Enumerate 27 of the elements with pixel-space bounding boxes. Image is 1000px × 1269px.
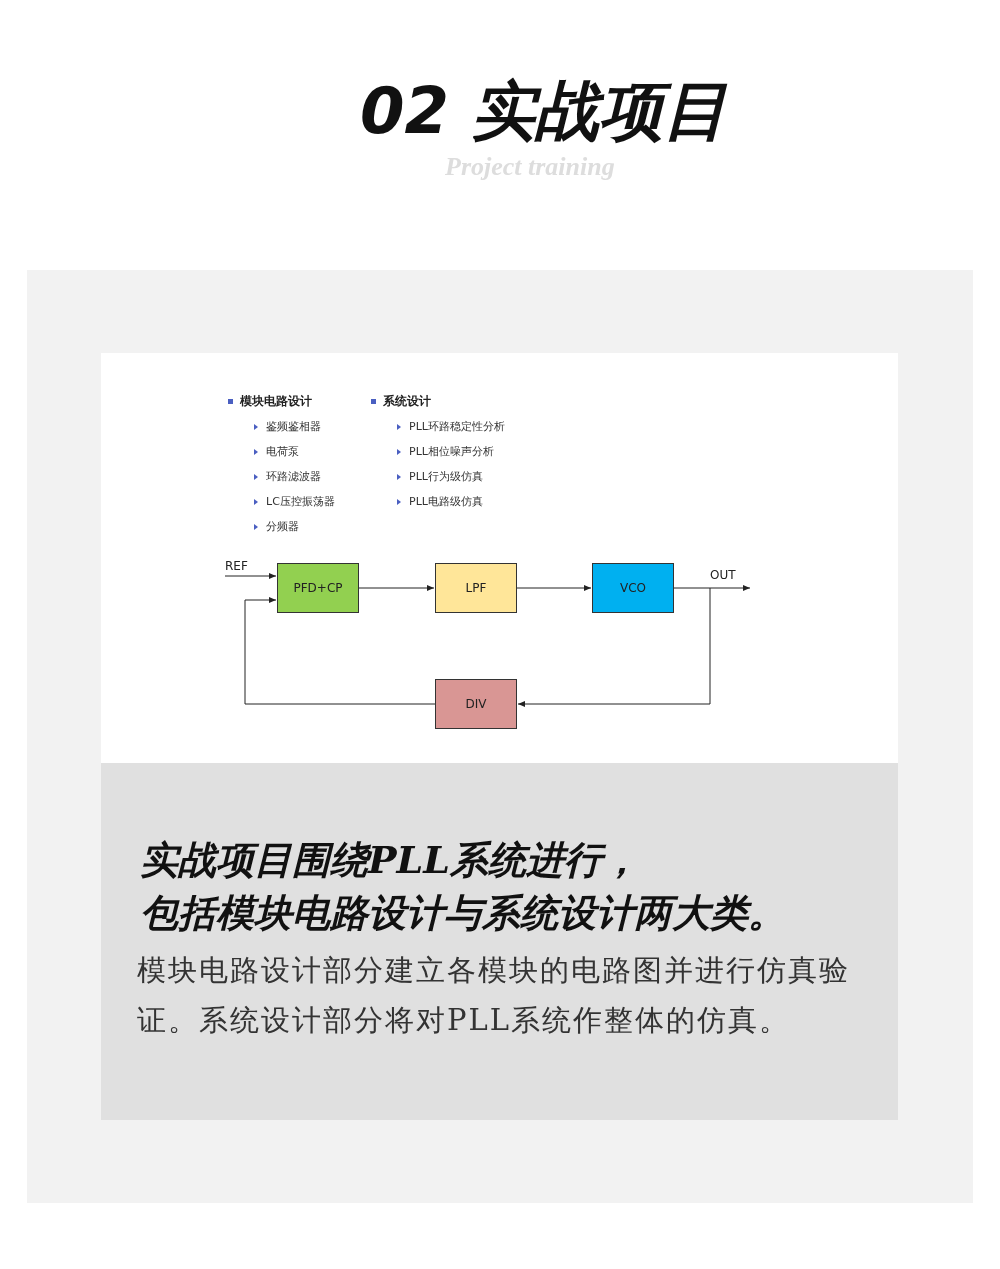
- summary-heading: 实战项目围绕PLL系统进行，: [140, 836, 640, 884]
- page-title: 02 实战项目: [360, 73, 728, 150]
- signal-label: REF: [225, 559, 248, 573]
- arrow: [516, 585, 592, 591]
- list-item: PLL相位噪声分析: [409, 444, 494, 459]
- summary-heading: 包括模块电路设计与系统设计两大类。: [140, 889, 786, 937]
- div-block: DIV: [435, 679, 517, 729]
- list-heading: 模块电路设计: [240, 393, 312, 410]
- list-item: PLL行为级仿真: [409, 469, 483, 484]
- summary-paragraph: 模块电路设计部分建立各模块的电路图并进行仿真验证。系统设计部分将对PLL系统作整体的仿真。: [137, 952, 851, 1039]
- vco-block: VCO: [592, 563, 674, 613]
- arrow: [224, 573, 277, 579]
- arrow: [517, 587, 711, 707]
- lpf-block: LPF: [435, 563, 517, 613]
- list-item: PLL环路稳定性分析: [409, 419, 505, 434]
- list-item: PLL电路级仿真: [409, 494, 483, 509]
- list-item: 环路滤波器: [266, 469, 321, 484]
- list-heading: 系统设计: [383, 393, 431, 410]
- arrow: [244, 597, 436, 705]
- signal-label: OUT: [710, 568, 736, 582]
- list-item: LC压控振荡器: [266, 494, 335, 509]
- list-item: 电荷泵: [266, 444, 299, 459]
- list-item: 分频器: [266, 519, 299, 534]
- list-item: 鉴频鉴相器: [266, 419, 321, 434]
- pfd-cp-block: PFD+CP: [277, 563, 359, 613]
- arrow: [358, 585, 435, 591]
- arrow: [673, 585, 751, 591]
